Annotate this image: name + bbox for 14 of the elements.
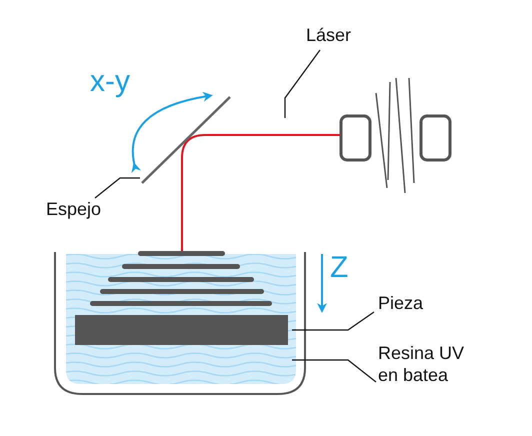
- callout-label: Láser: [306, 24, 366, 46]
- callout-label: Resina UV en batea: [378, 342, 488, 386]
- callout-label: Pieza: [378, 292, 458, 314]
- callout-label: Espejo: [46, 198, 116, 220]
- leader-line: [94, 177, 140, 198]
- axis-label: Z: [330, 252, 348, 284]
- leader-line: [292, 359, 376, 382]
- leader-line: [292, 312, 374, 331]
- axis-label: x-y: [90, 66, 130, 98]
- leader-line: [284, 50, 320, 118]
- mirror: [141, 96, 231, 184]
- printed-part: [75, 251, 288, 345]
- laser-beam: [181, 134, 340, 254]
- resin-bath: [66, 251, 296, 384]
